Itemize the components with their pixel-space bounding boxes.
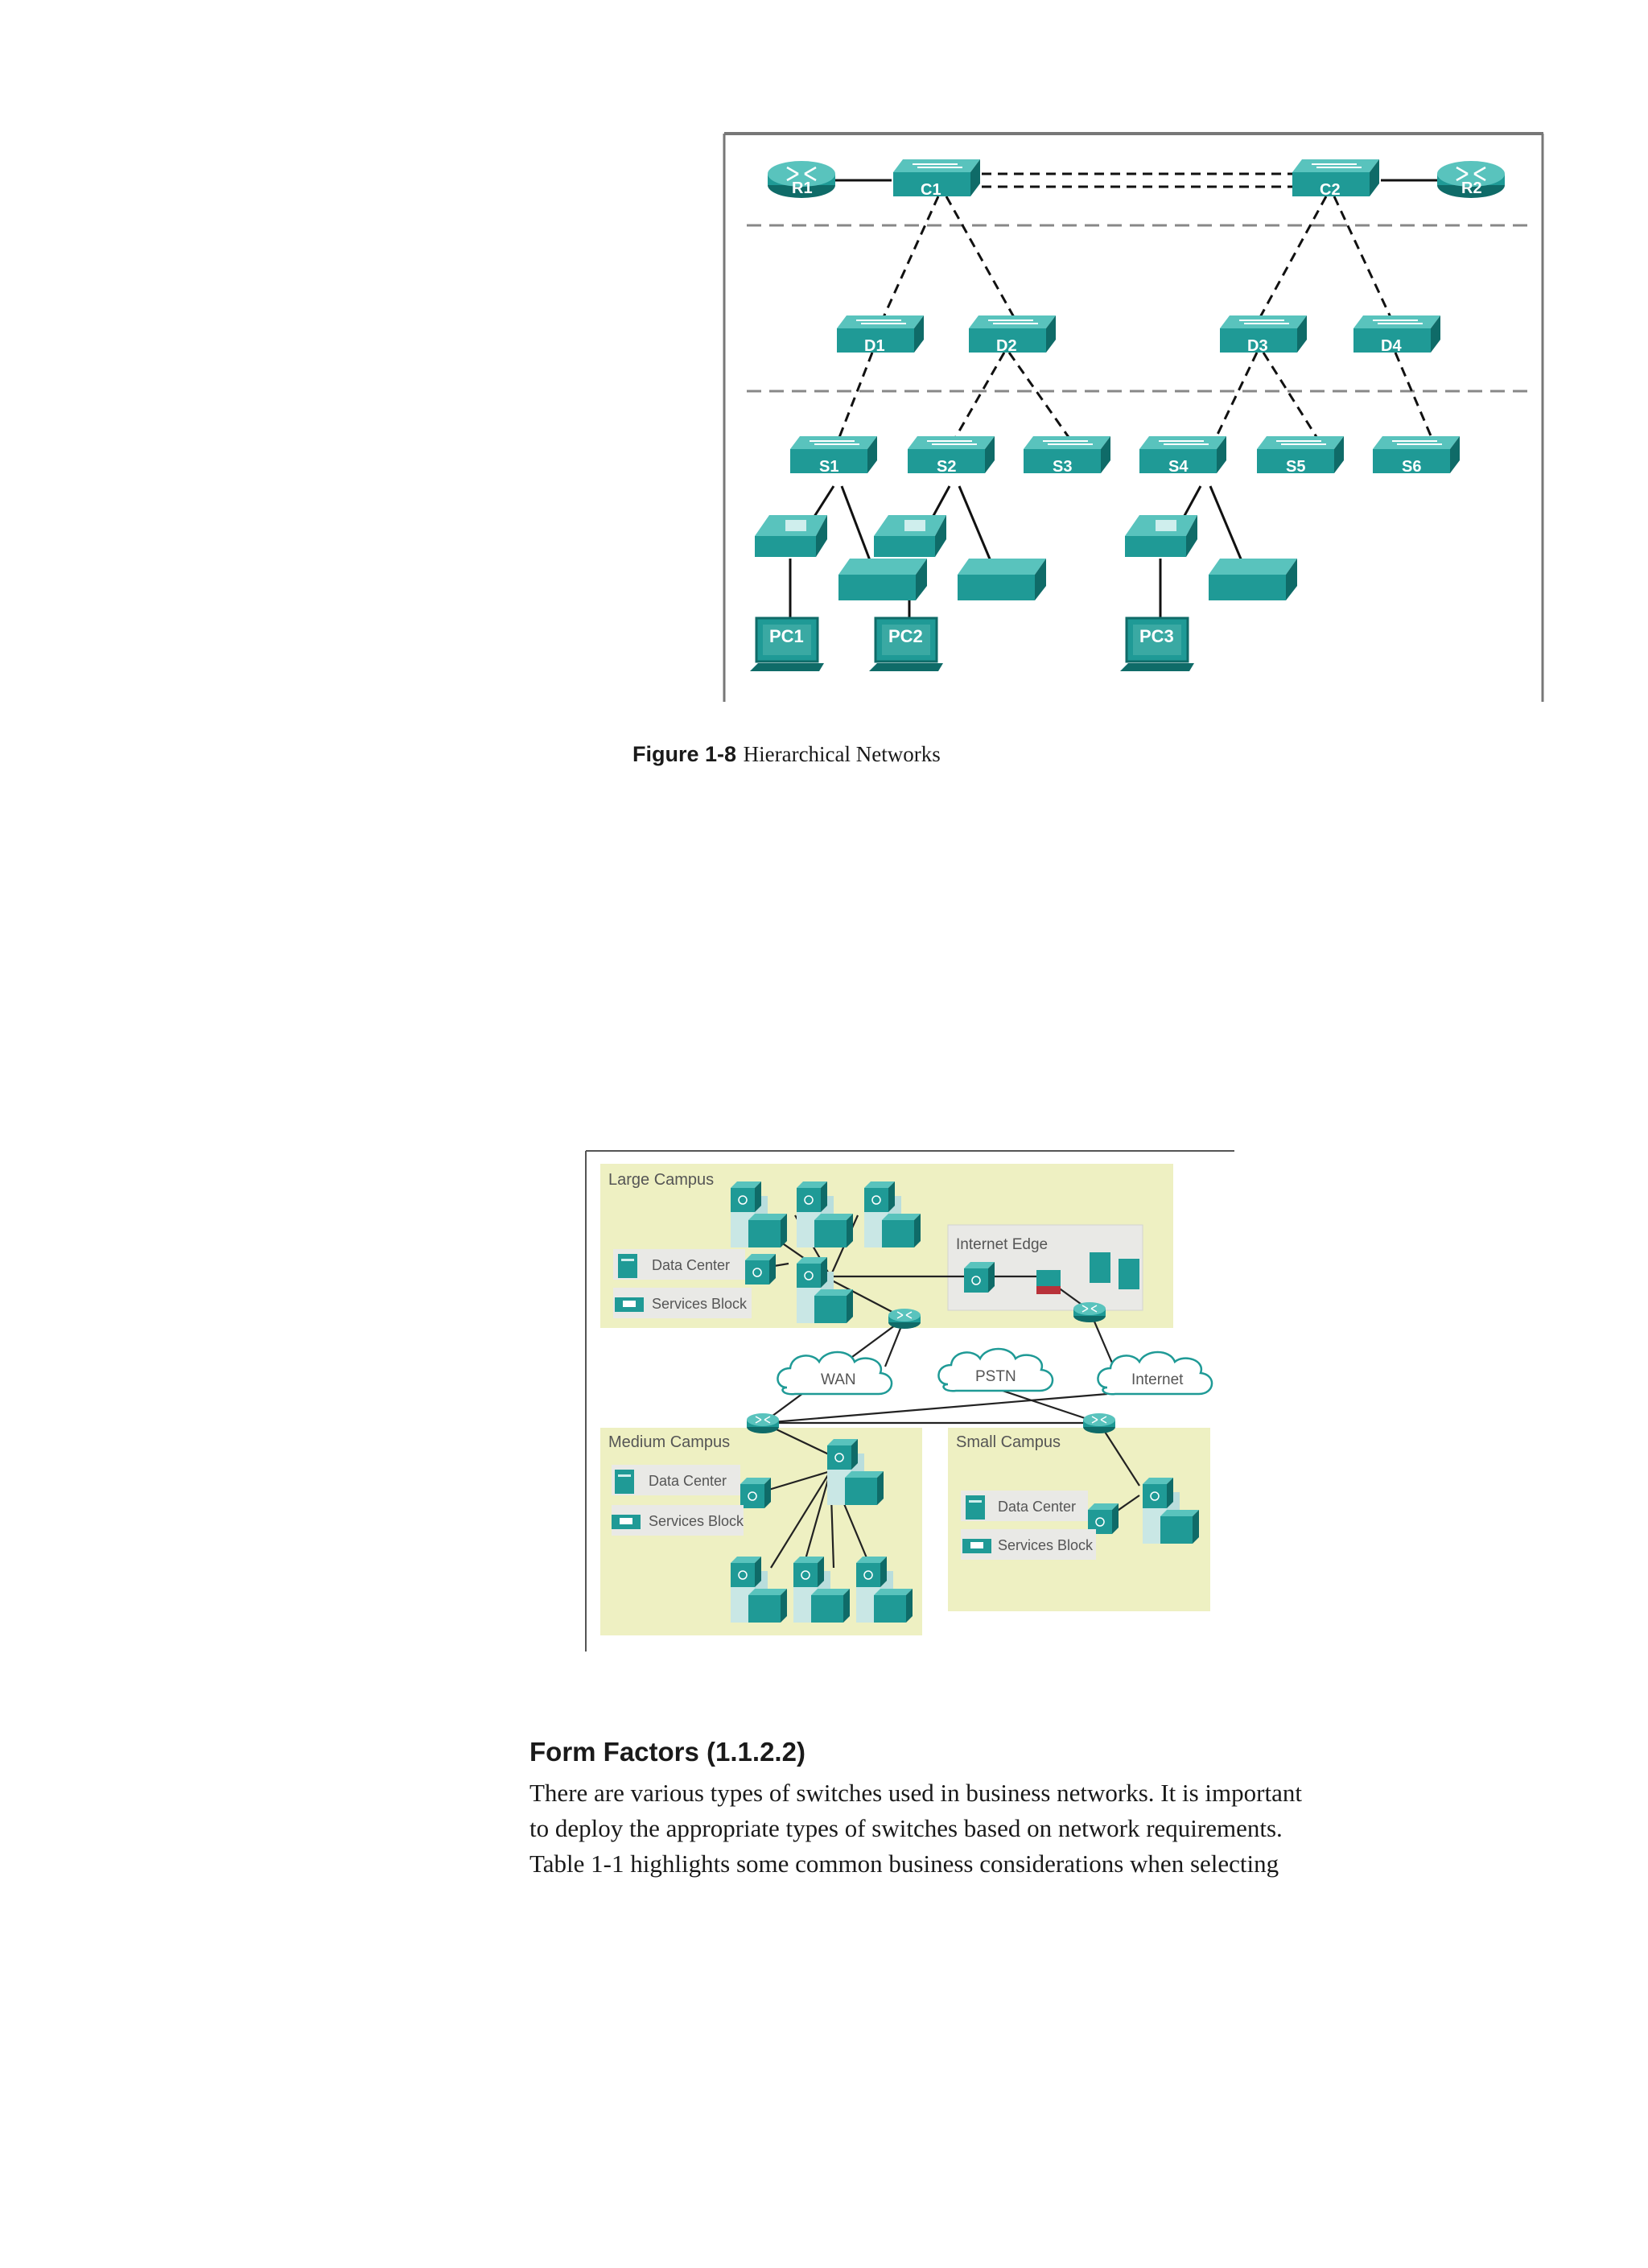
wan-cloud-label: WAN — [821, 1371, 856, 1388]
access-switch-s4: S4 — [1139, 435, 1227, 476]
large-services-block-label: Services Block — [652, 1296, 748, 1312]
ip-phone-1 — [755, 515, 827, 557]
firewall-brick — [1036, 1286, 1061, 1294]
services-block-icon — [962, 1539, 991, 1553]
internet-edge-router — [1073, 1301, 1106, 1323]
pc-2-label: PC2 — [888, 626, 923, 646]
access-switch-s2-label: S2 — [937, 458, 956, 476]
access-switch-s5: S5 — [1256, 435, 1345, 476]
pstn-cloud-label: PSTN — [975, 1368, 1016, 1385]
core-switch-c1: C1 — [892, 159, 981, 199]
access-switch-s5-label: S5 — [1286, 458, 1305, 476]
figure-caption-text: Hierarchical Networks — [743, 742, 941, 766]
small-campus-wan-router — [1082, 1412, 1116, 1434]
internet-edge-label: Internet Edge — [956, 1236, 1048, 1253]
medium-services-block-label: Services Block — [649, 1513, 744, 1529]
pc-2: PC2 — [867, 616, 945, 673]
access-switch-s3: S3 — [1023, 435, 1111, 476]
section-paragraph: There are various types of switches used… — [529, 1775, 1479, 1882]
paragraph-line-3: Table 1-1 highlights some common busines… — [529, 1849, 1279, 1878]
data-center-icon — [615, 1470, 634, 1494]
distribution-switch-d2: D2 — [968, 315, 1057, 355]
distribution-switch-d1: D1 — [836, 315, 925, 355]
printer-3 — [1209, 559, 1297, 600]
pc-1: PC1 — [748, 616, 826, 673]
core-switch-c2: C2 — [1292, 159, 1380, 199]
router-r1: R1 — [766, 159, 837, 200]
distribution-switch-d3: D3 — [1219, 315, 1308, 355]
wan-cloud: WAN — [777, 1350, 893, 1396]
router-r2: R2 — [1436, 159, 1506, 200]
small-data-center-label: Data Center — [998, 1499, 1076, 1515]
edge-server-1 — [1090, 1252, 1110, 1283]
large-data-center-label: Data Center — [652, 1257, 730, 1273]
pc-1-label: PC1 — [769, 626, 804, 646]
services-block-icon — [615, 1297, 644, 1312]
paragraph-line-1: There are various types of switches used… — [529, 1779, 1302, 1807]
distribution-switch-d3-label: D3 — [1247, 337, 1268, 355]
access-switch-s1: S1 — [789, 435, 878, 476]
internet-edge-switch — [963, 1261, 995, 1293]
printer-1 — [838, 559, 927, 600]
pstn-cloud: PSTN — [937, 1347, 1054, 1392]
core-switch-c2-label: C2 — [1320, 181, 1341, 199]
services-block-icon — [612, 1515, 641, 1529]
small-campus-label: Small Campus — [956, 1433, 1061, 1451]
access-switch-s1-label: S1 — [819, 458, 838, 476]
router-r1-label: R1 — [792, 179, 813, 197]
figure-caption-label: Figure 1-8 — [632, 742, 737, 766]
large-campus-wan-router — [888, 1308, 921, 1330]
internet-cloud: Internet — [1097, 1350, 1213, 1396]
large-campus-label: Large Campus — [608, 1171, 714, 1189]
pc-3-label: PC3 — [1139, 626, 1174, 646]
ip-phone-2 — [874, 515, 946, 557]
ip-phone-3 — [1125, 515, 1197, 557]
core-switch-c1-label: C1 — [921, 181, 941, 199]
paragraph-line-2: to deploy the appropriate types of switc… — [529, 1814, 1283, 1842]
access-switch-s6-label: S6 — [1402, 458, 1421, 476]
medium-data-center-label: Data Center — [649, 1473, 727, 1489]
distribution-switch-d1-label: D1 — [864, 337, 885, 355]
hierarchical-network-figure: R1 R2 C1 C2 D1 D2 D3 D4 S1 S2 S3 — [723, 132, 1544, 702]
access-switch-s4-label: S4 — [1168, 458, 1189, 476]
edge-server-2 — [1119, 1259, 1139, 1289]
access-switch-s2: S2 — [907, 435, 995, 476]
medium-campus-label: Medium Campus — [608, 1433, 730, 1451]
data-center-icon — [618, 1254, 637, 1278]
medium-campus-dc-switch — [740, 1477, 772, 1509]
access-switch-s6: S6 — [1372, 435, 1461, 476]
medium-campus-wan-router — [746, 1412, 780, 1434]
campus-network-figure: Large Campus Internet Edge Medium Campus… — [585, 1150, 1234, 1652]
distribution-switch-d4-label: D4 — [1381, 337, 1402, 355]
large-campus-dc-switch — [744, 1253, 777, 1285]
section-heading: Form Factors (1.1.2.2) — [529, 1737, 805, 1767]
figure-caption: Figure 1-8 Hierarchical Networks — [632, 742, 941, 767]
access-switch-s3-label: S3 — [1053, 458, 1072, 476]
router-r2-label: R2 — [1461, 179, 1482, 197]
pc-3: PC3 — [1119, 616, 1196, 673]
internet-cloud-label: Internet — [1131, 1371, 1184, 1388]
distribution-switch-d4: D4 — [1353, 315, 1441, 355]
small-services-block-label: Services Block — [998, 1537, 1094, 1553]
data-center-icon — [966, 1495, 985, 1520]
printer-2 — [958, 559, 1046, 600]
distribution-switch-d2-label: D2 — [996, 337, 1017, 355]
